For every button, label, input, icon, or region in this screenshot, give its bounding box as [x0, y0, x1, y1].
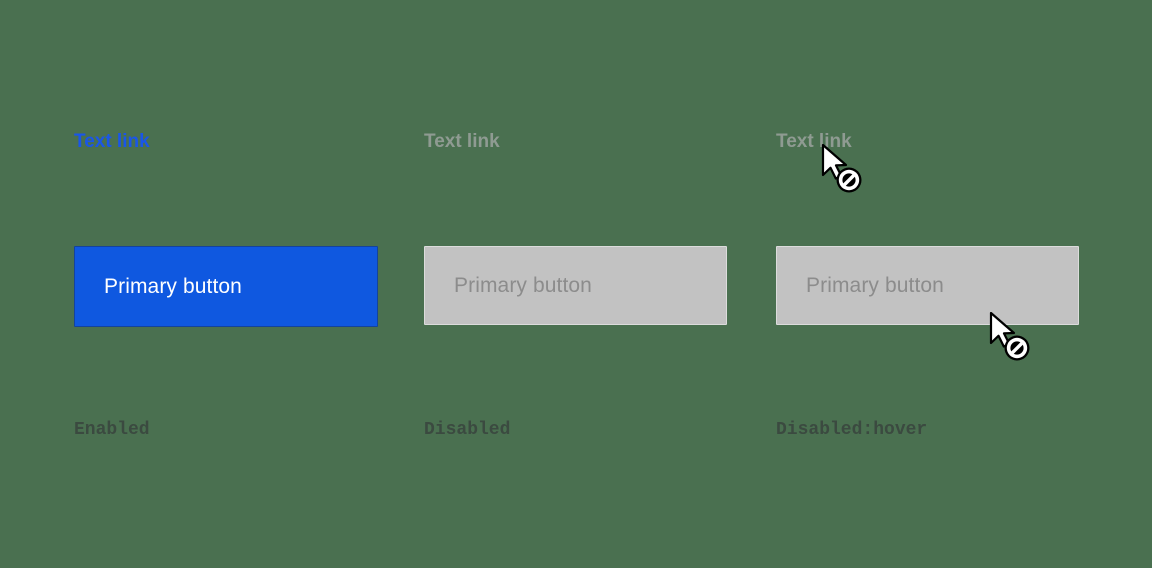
primary-button-disabled: Primary button [424, 246, 727, 325]
state-column-disabled: Text link Primary button Disabled [424, 0, 774, 568]
state-caption-disabled: Disabled [424, 420, 511, 440]
text-link-disabled-hover: Text link [776, 131, 852, 152]
primary-button-disabled-hover-label: Primary button [806, 273, 944, 297]
state-column-enabled: Text link Primary button Enabled [74, 0, 424, 568]
primary-button-enabled[interactable]: Primary button [74, 246, 378, 327]
state-caption-disabled-hover: Disabled:hover [776, 420, 928, 440]
primary-button-disabled-hover: Primary button [776, 246, 1079, 325]
text-link-enabled[interactable]: Text link [74, 131, 150, 152]
state-column-disabled-hover: Text link Primary button Disabled:hover [776, 0, 1126, 568]
primary-button-disabled-label: Primary button [454, 273, 592, 297]
state-caption-enabled: Enabled [74, 420, 150, 440]
primary-button-enabled-label: Primary button [104, 274, 242, 298]
text-link-disabled: Text link [424, 131, 500, 152]
